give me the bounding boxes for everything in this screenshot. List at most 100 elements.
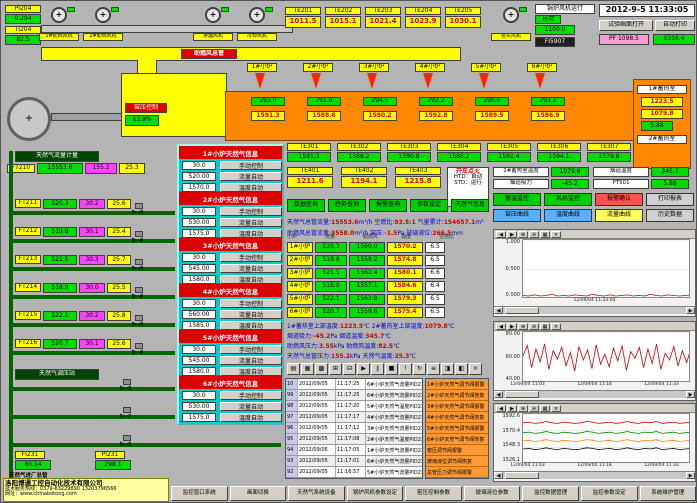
fault-row[interactable]: 玻璃液位调节阀恢复 [426, 456, 488, 467]
event-row[interactable]: 99 2012/09/05 11:17:25 6#小炉天然气流量PID2312工… [286, 390, 422, 401]
popup-mode-button[interactable]: 流量自动 [220, 264, 282, 273]
popup-temp-value[interactable]: 1580.0 [182, 275, 216, 284]
panel-button[interactable]: 历史数据 [646, 209, 694, 222]
burner-label[interactable]: 6#小炉 [527, 63, 557, 72]
chart-tool-icon[interactable]: ◀ [496, 323, 506, 330]
toolbar-icon[interactable]: ! [399, 363, 412, 375]
chart-scrollbar[interactable]: ◀ ▶ [494, 471, 695, 479]
chart-tool-icon[interactable]: ▦ [540, 323, 550, 330]
panel-button[interactable]: 窑压曲线 [493, 209, 541, 222]
valve-icon[interactable]: ▶◀ [132, 320, 143, 328]
chart-scrollbar[interactable]: ◀ ▶ [494, 306, 695, 314]
valve-icon[interactable]: ▶◀ [132, 292, 143, 300]
toolbar-icon[interactable]: ◧ [455, 363, 468, 375]
popup-pressure-value[interactable]: 30.0 [182, 299, 216, 308]
panel-button[interactable]: 打印报表 [646, 193, 694, 206]
bottom-button-7[interactable]: 监控数据管理 [522, 486, 579, 501]
popup-flow-value[interactable]: 520.00 [182, 172, 216, 181]
popup-temp-value[interactable]: 1580.0 [182, 367, 216, 376]
popup-pressure-value[interactable]: 30.0 [182, 253, 216, 262]
toolbar-icon[interactable]: ⊞ [329, 363, 342, 375]
popup-temp-value[interactable]: 1575.0 [182, 229, 216, 238]
scroll-thumb[interactable] [505, 391, 539, 398]
popup-mode-button[interactable]: 手动控制 [220, 299, 282, 308]
popup-mode-button[interactable]: 温度自动 [220, 413, 282, 422]
popup-flow-value[interactable]: 545.00 [182, 356, 216, 365]
bottom-button-8[interactable]: 监控参数设定 [580, 486, 638, 501]
popup-mode-button[interactable]: 手动控制 [220, 161, 282, 170]
popup-flow-value[interactable]: 560.00 [182, 310, 216, 319]
popup-pressure-value[interactable]: 30.0 [182, 161, 216, 170]
burner-label[interactable]: 4#小炉 [415, 63, 445, 72]
chart-tool-icon[interactable]: ⊖ [529, 231, 539, 238]
popup-temp-value[interactable]: 1585.0 [182, 321, 216, 330]
toolbar-icon[interactable]: ▤ [287, 363, 300, 375]
popup-temp-value[interactable]: 1570.0 [182, 183, 216, 192]
event-row[interactable]: 98 2012/09/05 11:17:20 5#小炉天然气温度PID2311工… [286, 401, 422, 412]
popup-mode-button[interactable]: 手动控制 [220, 253, 282, 262]
toolbar-icon[interactable]: ■ [385, 363, 398, 375]
scroll-track[interactable] [503, 472, 686, 479]
scroll-right-icon[interactable]: ▶ [686, 472, 695, 479]
fault-row[interactable]: 5#小炉天然气调节阀报警 [426, 423, 488, 434]
scroll-left-icon[interactable]: ◀ [494, 472, 503, 479]
scroll-left-icon[interactable]: ◀ [494, 307, 503, 314]
fault-row[interactable]: 6#小炉天然气调节阀恢复 [426, 434, 488, 445]
valve-icon[interactable]: ▶◀ [132, 348, 143, 356]
chart-tool-icon[interactable]: × [551, 231, 561, 238]
chart-tool-icon[interactable]: × [551, 323, 561, 330]
chart-tool-icon[interactable]: ▶ [507, 405, 517, 412]
event-row[interactable]: 10 2012/09/05 11:17:25 6#小炉天然气流量PID2312工… [286, 379, 422, 390]
quick-button[interactable]: 参数设定 [410, 199, 448, 212]
popup-pressure-value[interactable]: 30.0 [182, 207, 216, 216]
toolbar-icon[interactable]: ⊟ [343, 363, 356, 375]
bottom-button-6[interactable]: 玻璃液位参数 [463, 486, 521, 501]
popup-temp-value[interactable]: 1575.0 [182, 413, 216, 422]
chart-tool-icon[interactable]: ▦ [540, 231, 550, 238]
chart-tool-icon[interactable]: ⊕ [518, 405, 528, 412]
event-row[interactable]: 97 2012/09/05 11:17:17 4#小炉天然气流量PID2310工… [286, 412, 422, 423]
scroll-thumb[interactable] [505, 307, 539, 314]
popup-mode-button[interactable]: 温度自动 [220, 321, 282, 330]
panel-button[interactable]: 风机监控 [544, 193, 592, 206]
popup-pressure-value[interactable]: 30.0 [182, 345, 216, 354]
popup-flow-value[interactable]: 545.00 [182, 264, 216, 273]
fault-row[interactable]: 4#小炉天然气调节阀恢复 [426, 412, 488, 423]
auto-print-button[interactable]: 自动打印 [655, 20, 695, 31]
scroll-right-icon[interactable]: ▶ [686, 391, 695, 398]
burner-label[interactable]: 3#小炉 [359, 63, 389, 72]
chart-tool-icon[interactable]: ⊕ [518, 231, 528, 238]
quick-button[interactable]: 天然气信息 [451, 199, 489, 212]
panel-button[interactable]: 报警确认 [595, 193, 643, 206]
fault-row[interactable]: 总管压力调节阀报警 [426, 467, 488, 478]
fault-row[interactable]: 2#小炉天然气调节阀恢复 [426, 390, 488, 401]
fault-row[interactable]: 3#小炉天然气调节阀报警 [426, 401, 488, 412]
fan-status-mode[interactable]: 自动 [535, 15, 561, 24]
popup-mode-button[interactable]: 流量自动 [220, 172, 282, 181]
popup-mode-button[interactable]: 流量自动 [220, 356, 282, 365]
bottom-button-5[interactable]: 窑压控制参数 [405, 486, 462, 501]
chart-tool-icon[interactable]: ◀ [496, 231, 506, 238]
popup-mode-button[interactable]: 流量自动 [220, 402, 282, 411]
chart-scrollbar[interactable]: ◀ ▶ [494, 390, 695, 398]
chart-tool-icon[interactable]: ⊕ [518, 323, 528, 330]
popup-pressure-value[interactable]: 30.0 [182, 391, 216, 400]
bottom-button-9[interactable]: 系统维护管理 [639, 486, 696, 501]
valve-icon[interactable]: ▶◀ [120, 384, 131, 392]
panel-button[interactable]: 温度曲线 [544, 209, 592, 222]
popup-mode-button[interactable]: 流量自动 [220, 310, 282, 319]
popup-mode-button[interactable]: 手动控制 [220, 207, 282, 216]
bottom-button-3[interactable]: 天然气系统设备 [288, 486, 345, 501]
chart-tool-icon[interactable]: ▦ [540, 405, 550, 412]
chart-tool-icon[interactable]: ▶ [507, 323, 517, 330]
panel-button[interactable]: 流量曲线 [595, 209, 643, 222]
event-row[interactable]: 95 2012/09/05 11:17:08 2#小炉天然气温度PID2308工… [286, 434, 422, 445]
popup-mode-button[interactable]: 温度自动 [220, 367, 282, 376]
toolbar-icon[interactable]: ▶ [357, 363, 370, 375]
burner-label[interactable]: 1#小炉 [247, 63, 277, 72]
popup-mode-button[interactable]: 流量自动 [220, 218, 282, 227]
chart-tool-icon[interactable]: ⊖ [529, 323, 539, 330]
toolbar-icon[interactable]: × [469, 363, 482, 375]
popup-mode-button[interactable]: 温度自动 [220, 183, 282, 192]
toolbar-icon[interactable]: ◨ [441, 363, 454, 375]
